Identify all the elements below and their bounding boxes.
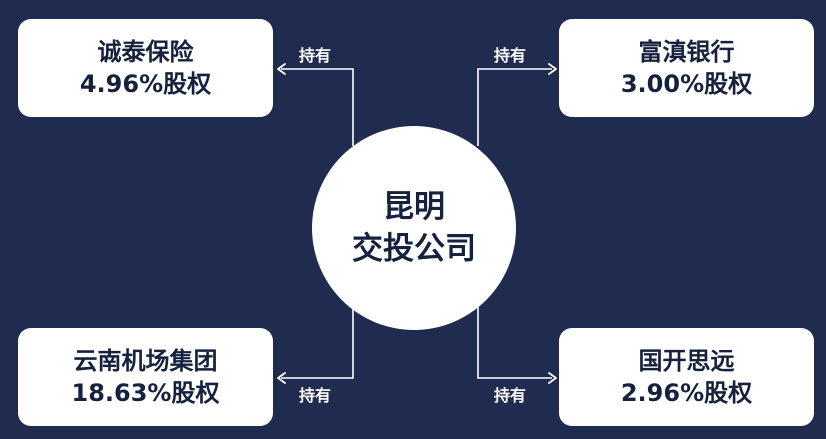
connector-bottom-left (281, 305, 354, 379)
node-top-left: 诚泰保险 4.96%股权 (18, 19, 273, 117)
edge-label-top-left: 持有 (299, 46, 332, 65)
arrow-head-bottom-left (277, 372, 286, 384)
node-bottom-right: 国开思远 2.96%股权 (559, 328, 814, 426)
arrow-head-top-left (277, 63, 286, 75)
node-top-right: 富滇银行 3.00%股权 (559, 19, 814, 117)
connector-bottom-right (477, 305, 552, 379)
node-name: 国开思远 (638, 347, 735, 375)
arrow-head-bottom-right (548, 372, 557, 384)
arrow-head-top-right (548, 63, 557, 75)
center-line-1: 昆明 (383, 189, 445, 225)
node-name: 云南机场集团 (73, 347, 218, 375)
node-stake: 4.96%股权 (79, 70, 212, 98)
center-node: 昆明 交投公司 (312, 126, 516, 330)
center-line-2: 交投公司 (352, 231, 476, 267)
edge-label-top-right: 持有 (494, 46, 527, 65)
edge-label-bottom-right: 持有 (494, 386, 527, 405)
node-name: 诚泰保险 (97, 38, 194, 66)
connector-top-left (281, 68, 354, 146)
node-stake: 3.00%股权 (620, 70, 753, 98)
node-name: 富滇银行 (638, 38, 735, 66)
node-bottom-left: 云南机场集团 18.63%股权 (18, 328, 273, 426)
node-stake: 18.63%股权 (71, 379, 220, 407)
edge-label-bottom-left: 持有 (299, 386, 332, 405)
node-stake: 2.96%股权 (620, 379, 753, 407)
connector-top-right (477, 68, 552, 146)
